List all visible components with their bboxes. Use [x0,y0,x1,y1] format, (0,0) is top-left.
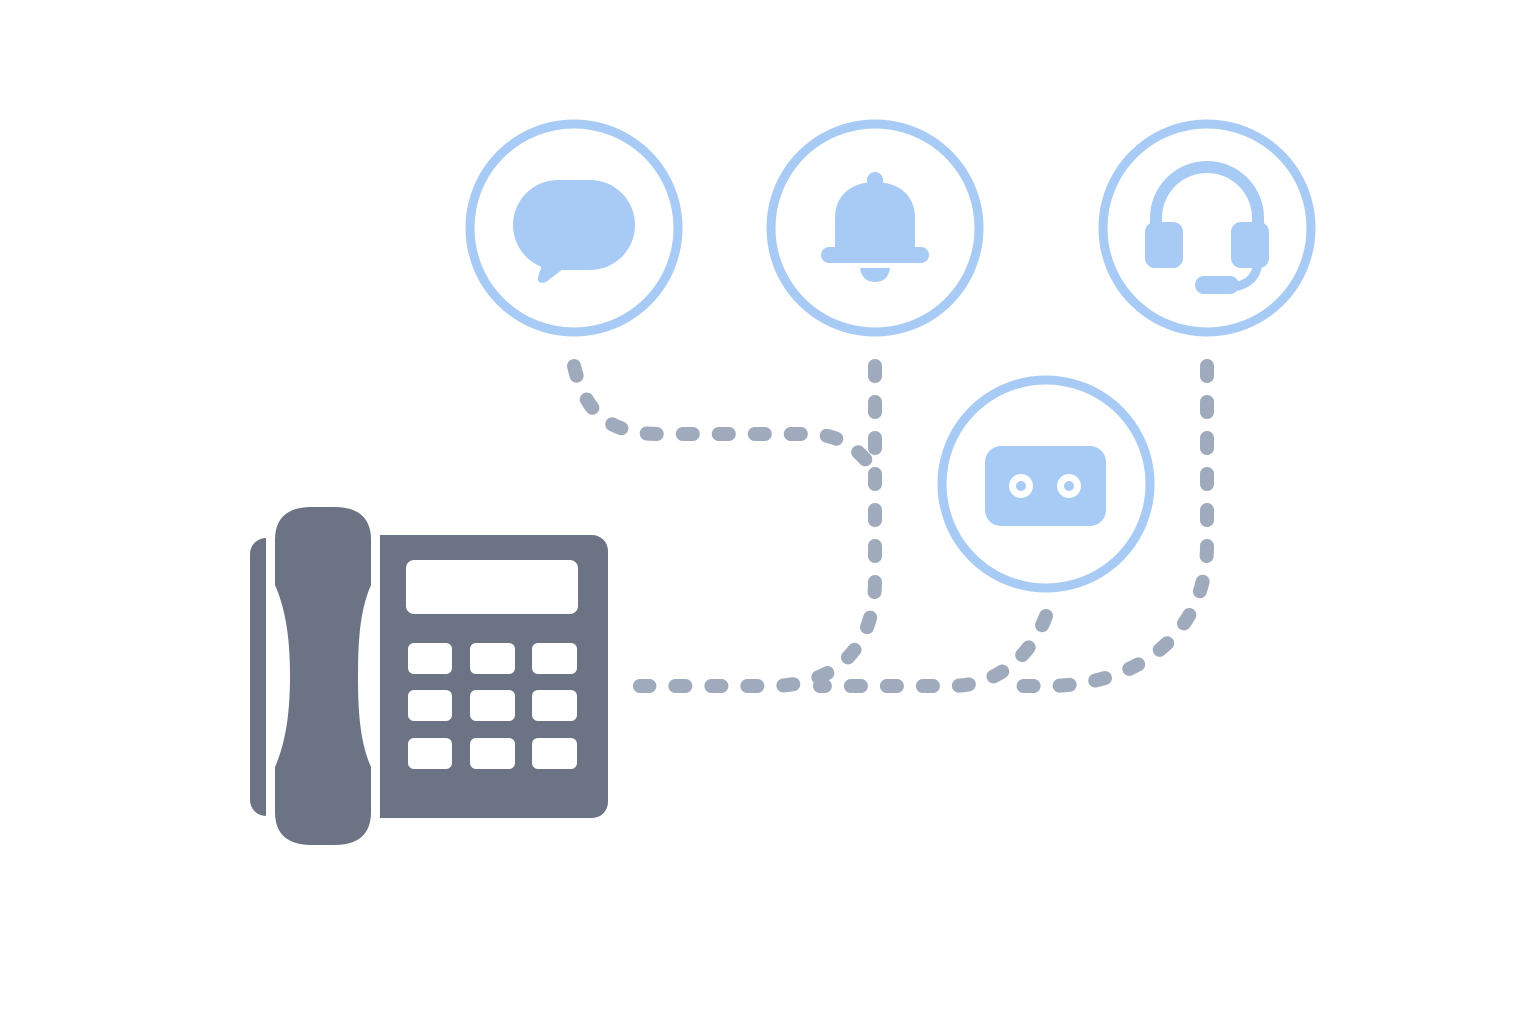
phone-display [406,560,578,614]
phone-handset [275,507,371,845]
connector-notifications [633,359,882,693]
chat-bubble-icon [513,180,635,283]
channel-voicemail [937,375,1155,593]
channel-support [1098,119,1316,337]
phone-key [470,643,515,674]
bell-icon [821,172,929,282]
phone-key [470,738,515,769]
connector-chat [567,359,879,475]
connectors [567,359,1214,693]
phone-keypad [408,643,577,769]
desk-phone-icon [250,500,608,852]
phone-key [532,690,577,721]
phone-key [408,738,452,769]
connector-voicemail [813,609,1053,693]
phone-key [532,738,577,769]
connector-support [993,359,1214,693]
channel-notifications [766,119,984,337]
voicemail-icon [985,446,1106,526]
phone-key [532,643,577,674]
phone-key [408,643,452,674]
phone-key [470,690,515,721]
headset-icon [1145,161,1269,294]
phone-key [408,690,452,721]
channel-chat [465,119,683,337]
support-circle [1098,119,1316,337]
